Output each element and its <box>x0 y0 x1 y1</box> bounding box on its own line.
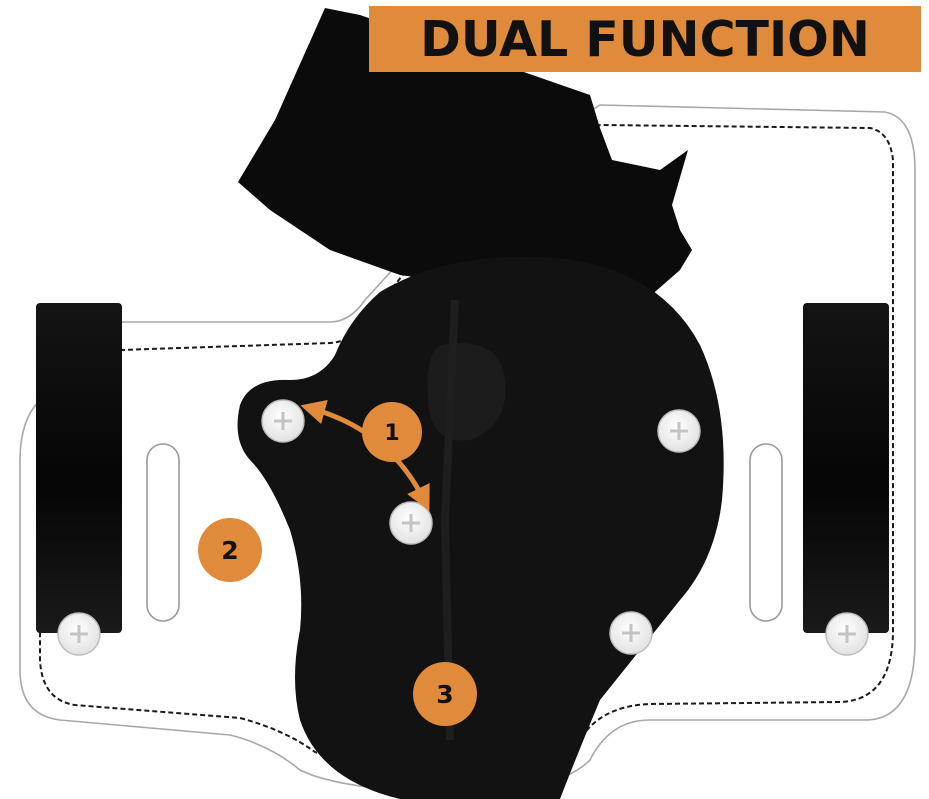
screw-plus-icon <box>57 612 101 656</box>
callout-1-label: 1 <box>384 421 399 446</box>
callout-3: 3 <box>413 662 477 726</box>
callout-2: 2 <box>198 518 262 582</box>
callout-1: 1 <box>362 402 422 462</box>
screw-plus-icon <box>609 611 653 655</box>
belt-clip-left <box>36 303 122 633</box>
screw-plus-icon <box>389 501 433 545</box>
screw-plus-icon <box>825 612 869 656</box>
screw-plus-icon <box>261 399 305 443</box>
backer-stitching <box>39 123 894 769</box>
pistol-grip <box>238 8 692 305</box>
holster-shell <box>237 256 724 799</box>
callout-3-label: 3 <box>436 680 453 709</box>
belt-slot-left <box>146 443 180 622</box>
callout-2-label: 2 <box>221 536 238 565</box>
belt-slot-right <box>749 443 783 622</box>
screw-plus-icon <box>657 409 701 453</box>
belt-clip-right <box>803 303 889 633</box>
title-banner: DUAL FUNCTION <box>369 6 921 72</box>
banner-title: DUAL FUNCTION <box>420 10 870 68</box>
